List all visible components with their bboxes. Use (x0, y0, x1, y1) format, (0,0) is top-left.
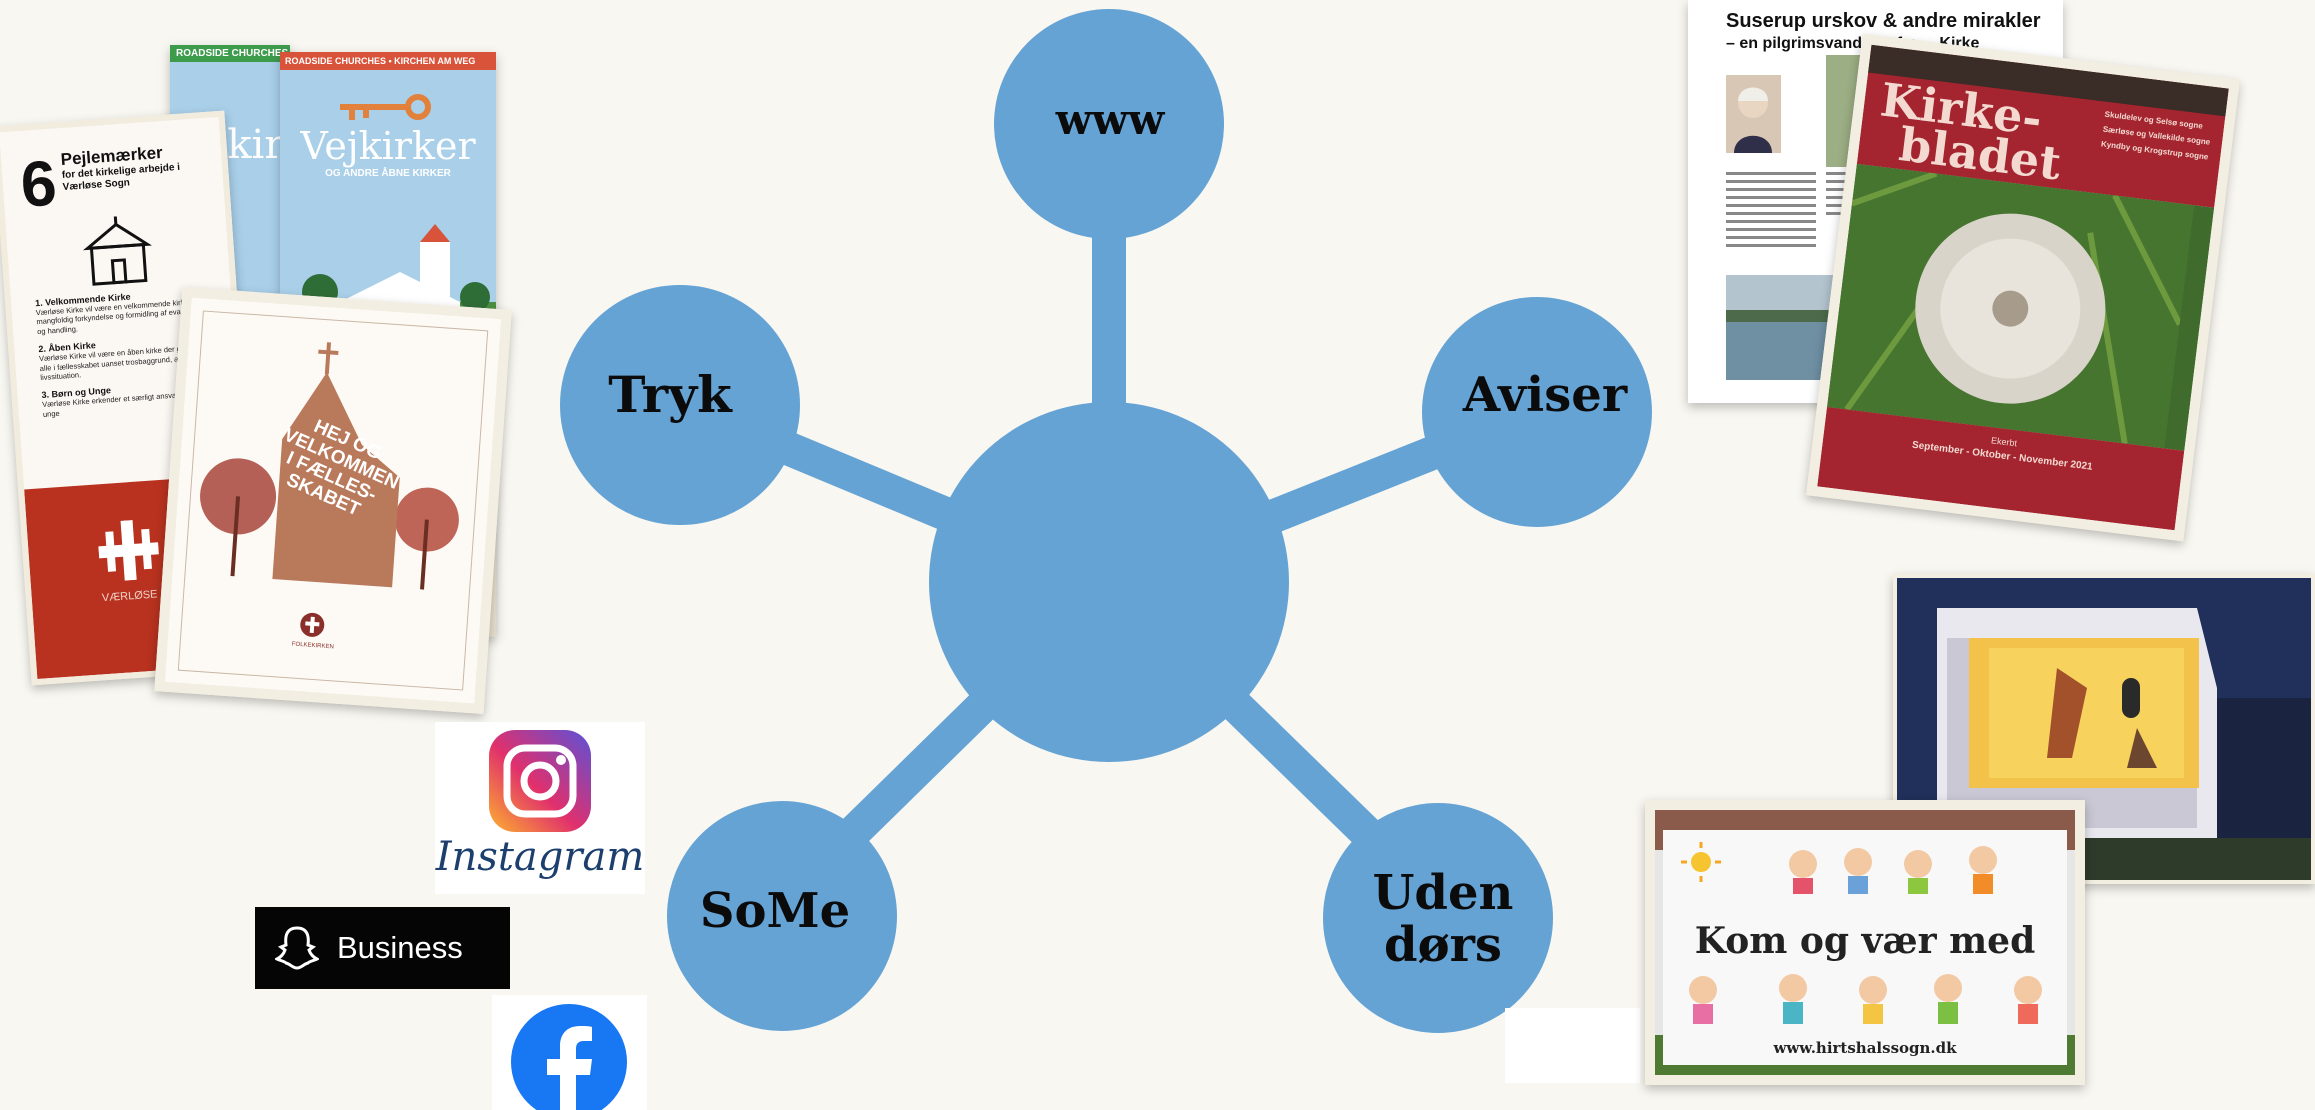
vejkirker-title: Vejkirker (300, 124, 476, 168)
node-label-tryk: Tryk (608, 365, 732, 424)
node-circle-udendors (1323, 803, 1553, 1033)
pejlemaerker-brochure: 6 Pejlemærker for det kirkelige arbejde … (0, 110, 264, 686)
node-circle-some (667, 801, 897, 1031)
pejlemaerker-number: 6 (18, 146, 59, 221)
node-circle-tryk (560, 285, 800, 525)
vejkirker-banner-front: ROADSIDE CHURCHES • KIRCHEN AM WEG (280, 52, 496, 70)
key-icon (340, 92, 440, 122)
sun-icon (1681, 842, 1721, 887)
facebook-icon (510, 1003, 647, 1110)
snapchat-business-logo: Business (255, 907, 510, 989)
vejkirker-banner-back: ROADSIDE CHURCHES (170, 45, 290, 62)
vejkirker-subtitle: OG ANDRE ÅBNE KIRKER (325, 168, 451, 179)
article-title: Suserup urskov & andre mirakler (1726, 10, 2041, 32)
cross-icon (97, 518, 161, 582)
instagram-logo: Instagram (435, 722, 645, 894)
kom-og-vaer-med-banner: Kom og vær med www.hirtshalssogn.dk (1645, 800, 2085, 1085)
article-portrait (1726, 75, 1781, 153)
node-circle-www (994, 9, 1224, 239)
node-label-udendors: Uden dørs (1372, 865, 1514, 973)
kids-illustration-top (1783, 834, 2043, 899)
cross-circle-icon (298, 611, 326, 644)
instagram-wordmark: Instagram (435, 834, 645, 880)
node-circle-aviser (1422, 297, 1652, 527)
instagram-icon (489, 730, 591, 832)
dandelion-photo (1826, 163, 2215, 451)
banner-headline: Kom og vær med (1694, 920, 2036, 962)
kirkebladet-magazine: Kirke- bladet Skuldelev og Selsø sogne S… (1806, 33, 2240, 542)
snapchat-ghost-icon (273, 925, 321, 971)
node-label-www: www (1055, 95, 1165, 145)
hub-center-node (929, 402, 1289, 762)
node-label-some: SoMe (699, 883, 851, 940)
snapchat-business-label: Business (337, 930, 463, 965)
velkommen-illustration (192, 324, 480, 607)
node-label-aviser: Aviser (1462, 367, 1628, 424)
facebook-logo (492, 995, 647, 1110)
church-sketch-icon (75, 214, 160, 289)
banner-url: www.hirtshalssogn.dk (1773, 1039, 1957, 1057)
velkommen-card: HEJ OG VELKOMMEN I FÆLLES-SKABET FOLKEKI… (154, 286, 512, 715)
white-patch (1505, 1008, 1640, 1083)
kids-illustration-bottom (1683, 970, 2063, 1045)
church-projection-photo (1893, 574, 2315, 884)
